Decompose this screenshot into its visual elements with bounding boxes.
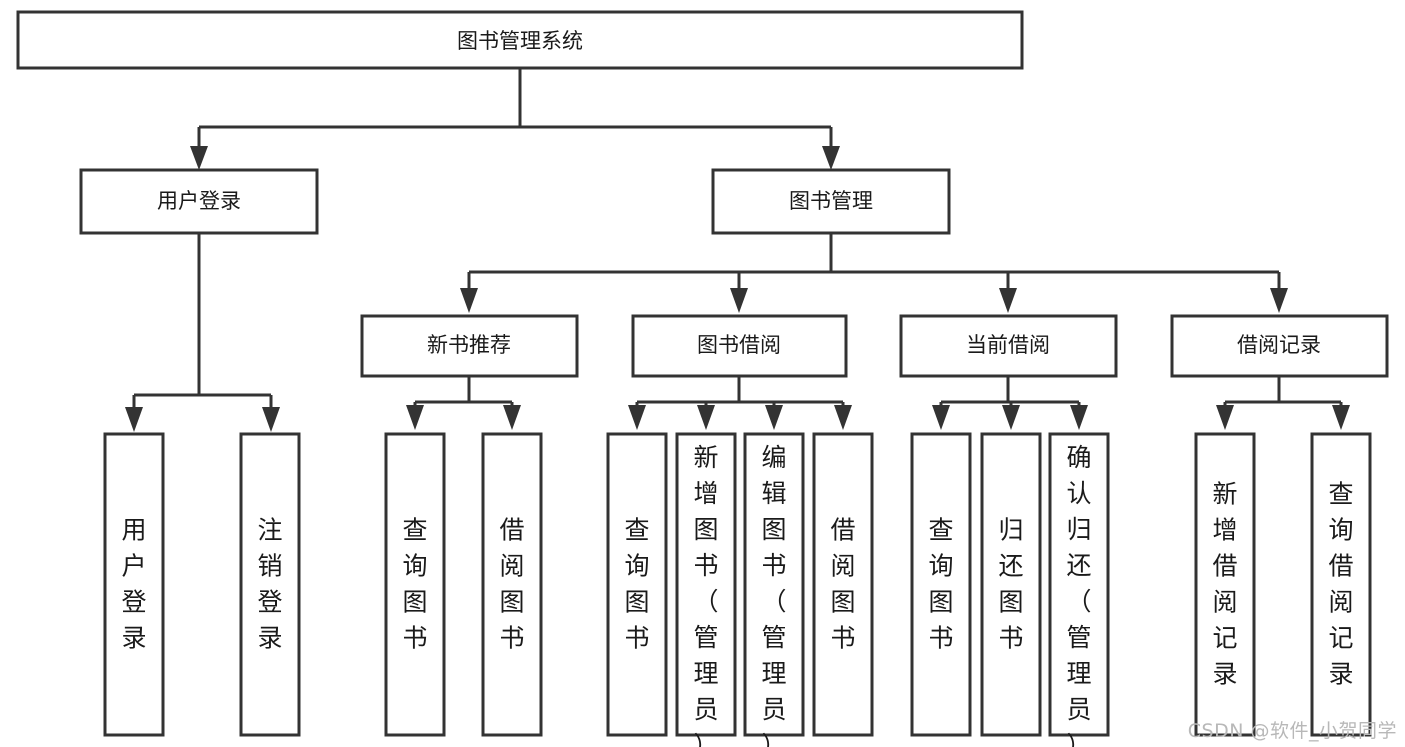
connector-group-userlogin-to-leaves	[125, 233, 280, 432]
node-borrow-record-label: 借阅记录	[1237, 333, 1321, 357]
node-current-borrow-rect	[899, 314, 1118, 378]
node-user-login-rect	[79, 168, 319, 235]
node-book-borrow-rect	[631, 314, 848, 378]
node-user-login-label: 用户登录	[157, 189, 241, 213]
leaf-node-return-book-rect	[980, 432, 1042, 737]
leaf-node-query-borrow-record-label: 查询借阅记录	[1328, 480, 1353, 689]
leaf-node-borrow-book-recommend[interactable]: 借阅图书	[481, 432, 543, 737]
arrowhead-to-leaf-query-book-1	[406, 405, 424, 430]
arrowhead-to-leaf-query-book-3	[932, 405, 950, 430]
leaf-node-confirm-return[interactable]: 确认归还（管理员）	[1048, 432, 1110, 747]
node-borrow-record-rect	[1170, 314, 1389, 378]
leaf-node-query-book-recommend-label: 查询图书	[402, 516, 427, 653]
arrowhead-to-leaf-user-login	[125, 407, 143, 432]
arrowhead-to-leaf-borrow-book-2	[834, 405, 852, 430]
arrowhead-to-leaf-confirm-return	[1070, 405, 1088, 430]
node-book-borrow[interactable]: 图书借阅	[631, 314, 848, 378]
arrowhead-to-leaf-add-record	[1216, 405, 1234, 430]
leaf-node-return-book-label: 归还图书	[998, 516, 1023, 653]
leaf-node-user-login[interactable]: 用户登录	[103, 432, 165, 737]
node-new-book-recommend-label: 新书推荐	[427, 333, 511, 357]
leaf-node-add-borrow-record[interactable]: 新增借阅记录	[1194, 432, 1256, 737]
leaf-node-query-book-recommend-rect	[384, 432, 446, 737]
connector-userlogin-bus	[132, 233, 273, 409]
arrowhead-to-leaf-query-book-2	[628, 405, 646, 430]
leaf-node-add-book[interactable]: 新增图书（管理员）	[675, 432, 737, 747]
connector-group-newbook-to-leaves	[406, 377, 521, 430]
leaf-node-query-book-current[interactable]: 查询图书	[910, 432, 972, 737]
leaf-node-query-book-borrow-rect	[606, 432, 668, 737]
connector-group-root-to-level2	[190, 68, 840, 170]
leaf-node-user-login-label: 用户登录	[121, 516, 146, 653]
arrowhead-to-new-book-recommend	[460, 288, 478, 313]
arrowhead-to-book-borrow	[730, 288, 748, 313]
connector-group-currentborrow-to-leaves	[932, 377, 1088, 430]
leaf-node-edit-book-label: 编辑图书（管理员）	[761, 443, 786, 747]
leaf-node-user-login-rect	[103, 432, 165, 737]
node-book-borrow-label: 图书借阅	[697, 333, 781, 357]
arrowhead-to-borrow-record	[1270, 288, 1288, 313]
node-root-system-label: 图书管理系统	[457, 29, 583, 53]
node-current-borrow-label: 当前借阅	[966, 333, 1050, 357]
connector-root-bus	[197, 68, 833, 148]
node-current-borrow[interactable]: 当前借阅	[899, 314, 1118, 378]
arrowhead-to-leaf-edit-book	[765, 405, 783, 430]
leaf-node-edit-book-rect	[743, 432, 805, 737]
connector-group-bookborrow-to-leaves	[628, 377, 852, 430]
leaf-node-logout-label: 注销登录	[257, 516, 282, 653]
node-book-management-rect	[711, 168, 951, 235]
connector-bookmgmt-bus	[467, 233, 1281, 290]
leaf-node-query-book-current-label: 查询图书	[928, 516, 953, 653]
leaf-node-return-book[interactable]: 归还图书	[980, 432, 1042, 737]
arrowhead-to-leaf-logout	[262, 407, 280, 432]
leaf-node-borrow-book[interactable]: 借阅图书	[812, 432, 874, 737]
arrowhead-to-book-management	[822, 146, 840, 170]
leaf-node-edit-book[interactable]: 编辑图书（管理员）	[743, 432, 805, 747]
leaf-node-confirm-return-rect	[1048, 432, 1110, 737]
arrowhead-to-leaf-query-record	[1332, 405, 1350, 430]
connector-group-borrowrecord-to-leaves	[1216, 377, 1350, 430]
node-root-system-rect	[16, 10, 1024, 70]
arrowhead-to-user-login	[190, 146, 208, 170]
connector-currentborrow-bus	[939, 377, 1081, 409]
node-new-book-recommend[interactable]: 新书推荐	[360, 314, 579, 378]
leaf-node-query-borrow-record[interactable]: 查询借阅记录	[1310, 432, 1372, 737]
leaf-node-borrow-book-recommend-rect	[481, 432, 543, 737]
leaf-node-logout[interactable]: 注销登录	[239, 432, 301, 737]
arrowhead-to-leaf-return-book	[1002, 405, 1020, 430]
node-user-login[interactable]: 用户登录	[79, 168, 319, 235]
leaf-node-add-book-label: 新增图书（管理员）	[693, 443, 718, 747]
arrowhead-to-leaf-add-book	[697, 405, 715, 430]
leaf-node-borrow-book-label: 借阅图书	[830, 516, 855, 653]
node-root-system[interactable]: 图书管理系统	[16, 10, 1024, 70]
leaf-node-logout-rect	[239, 432, 301, 737]
arrowhead-to-leaf-borrow-book-1	[503, 405, 521, 430]
node-book-management[interactable]: 图书管理	[711, 168, 951, 235]
leaf-node-confirm-return-label: 确认归还（管理员）	[1066, 443, 1091, 747]
leaf-node-query-book-recommend[interactable]: 查询图书	[384, 432, 446, 737]
leaf-node-add-borrow-record-label: 新增借阅记录	[1212, 480, 1237, 689]
leaf-node-add-book-rect	[675, 432, 737, 737]
arrowhead-to-current-borrow	[999, 288, 1017, 313]
connector-bookborrow-bus	[635, 377, 845, 409]
leaf-node-borrow-book-rect	[812, 432, 874, 737]
leaf-node-add-borrow-record-rect	[1194, 432, 1256, 737]
leaf-node-query-borrow-record-rect	[1310, 432, 1372, 737]
connector-group-bookmgmt-to-level3	[460, 233, 1288, 313]
leaf-node-borrow-book-recommend-label: 借阅图书	[499, 516, 524, 653]
leaf-node-query-book-current-rect	[910, 432, 972, 737]
node-book-management-label: 图书管理	[789, 189, 873, 213]
connector-borrowrecord-bus	[1223, 377, 1343, 409]
node-new-book-recommend-rect	[360, 314, 579, 378]
leaf-node-query-book-borrow-label: 查询图书	[624, 516, 649, 653]
connector-newbook-bus	[413, 377, 514, 409]
node-borrow-record[interactable]: 借阅记录	[1170, 314, 1389, 378]
leaf-node-query-book-borrow[interactable]: 查询图书	[606, 432, 668, 737]
